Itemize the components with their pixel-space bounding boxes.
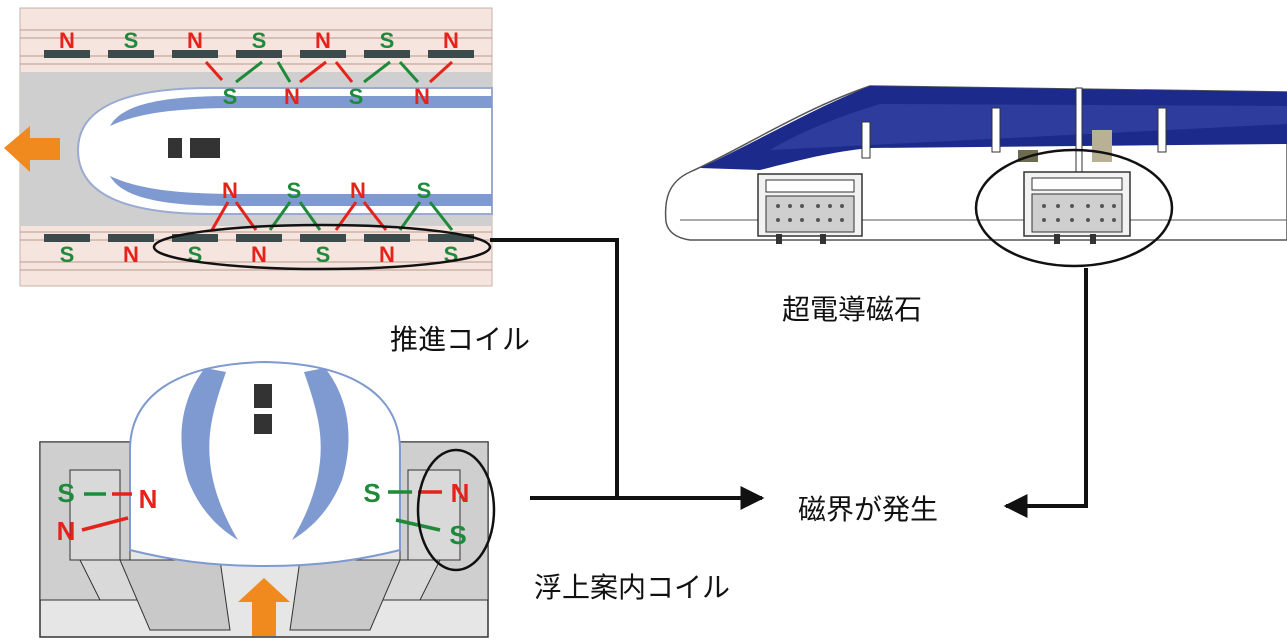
front-left-pole: S xyxy=(57,478,74,508)
front-right-pole: N xyxy=(451,478,470,508)
connector-lines xyxy=(490,238,1088,518)
vehicle-upper-pole: S xyxy=(349,84,364,109)
rail-bottom-pole: N xyxy=(123,242,139,267)
panel-icon xyxy=(1092,130,1112,162)
vehicle-upper-pole: N xyxy=(414,84,430,109)
pole-labels-front-view: S N N S N S xyxy=(57,478,470,550)
force-arrows-top xyxy=(204,60,454,84)
guideway-slots xyxy=(69,469,461,631)
propulsion-coil-label: 推進コイル xyxy=(390,323,531,356)
front-left-pole: N xyxy=(57,516,76,546)
bogie-rear xyxy=(1023,171,1131,244)
window-icon xyxy=(190,138,220,158)
headlight-icon xyxy=(254,384,272,408)
rail-coils-bottom xyxy=(44,234,474,242)
rail-bottom-pole: S xyxy=(444,242,459,267)
front-right-pole: S xyxy=(449,520,466,550)
rail-top-pole: N xyxy=(315,28,331,53)
magnetic-field-label: 磁界が発生 xyxy=(798,493,939,526)
rail-top-pole: S xyxy=(252,28,267,53)
vehicle-upper-pole: S xyxy=(223,84,238,109)
pole-labels-top-view: N S N S N S N S N S N N S N S S N S N S … xyxy=(59,28,459,267)
front-force-arrows xyxy=(81,490,442,532)
rail-bottom-pole: S xyxy=(316,242,331,267)
bogie-front xyxy=(757,173,863,244)
rail-bottom-pole: N xyxy=(251,242,267,267)
propulsion-coil-highlight xyxy=(152,223,492,271)
propulsion-top-view: N S N S N S N S N S N N S N S S N S N S … xyxy=(4,7,493,287)
rail-bottom-pole: N xyxy=(379,242,395,267)
superconducting-magnet-label: 超電導磁石 xyxy=(782,293,923,326)
window-icon xyxy=(168,138,182,158)
door-icon xyxy=(1157,107,1167,153)
front-view: S N N S N S xyxy=(39,360,496,638)
vehicle-lower-pole: N xyxy=(350,178,366,203)
headlight-icon xyxy=(254,414,272,434)
rail-top-pole: S xyxy=(380,28,395,53)
rail-top-pole: N xyxy=(187,28,203,53)
vehicle-lower-pole: S xyxy=(417,178,432,203)
pantograph-icon xyxy=(1075,87,1083,179)
rail-top-pole: N xyxy=(59,28,75,53)
front-left-pole: N xyxy=(139,484,158,514)
train-side-view xyxy=(664,85,1287,268)
front-right-pole: S xyxy=(363,478,380,508)
vehicle-upper-pole: N xyxy=(284,84,300,109)
vehicle-body-top xyxy=(76,87,493,215)
lift-arrow-icon xyxy=(238,578,290,636)
superconducting-magnet-highlight xyxy=(974,148,1174,268)
rail-top-pole: N xyxy=(443,28,459,53)
rail-bottom-pole: S xyxy=(60,242,75,267)
connector-propulsion xyxy=(490,238,619,498)
vehicle-lower-pole: S xyxy=(287,178,302,203)
direction-arrow-icon xyxy=(4,126,60,172)
vehicle-stripes xyxy=(110,96,492,206)
levitation-coil-highlight xyxy=(416,448,496,572)
door-icon xyxy=(861,121,871,159)
vehicle-front-stripes xyxy=(181,368,349,540)
train-windows xyxy=(918,150,1260,160)
connector-magnet xyxy=(1003,268,1088,518)
door-icon xyxy=(991,107,1001,153)
rail-top-pole: S xyxy=(124,28,139,53)
levitation-guidance-coil-label: 浮上案内コイル xyxy=(534,571,731,604)
vehicle-lower-pole: N xyxy=(222,178,238,203)
rail-coils-top xyxy=(44,50,474,58)
